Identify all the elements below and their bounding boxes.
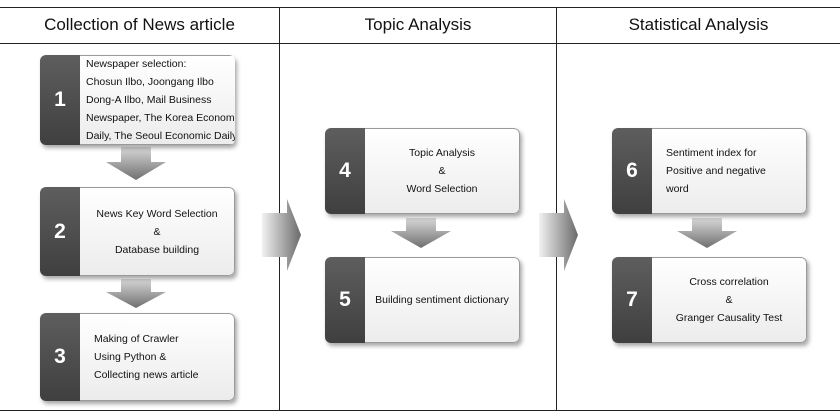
step-6: 6 Sentiment index for Positive and negat… bbox=[612, 128, 807, 214]
step-1: 1 Newspaper selection: Chosun Ilbo, Joon… bbox=[40, 55, 235, 145]
step-line: Topic Analysis bbox=[409, 147, 475, 159]
step-line: News Key Word Selection bbox=[96, 207, 218, 220]
step-line: Newspaper, The Korea Economic bbox=[86, 112, 235, 124]
step-line: & bbox=[438, 165, 446, 177]
step-text: Newspaper selection: Chosun Ilbo, Joonga… bbox=[80, 55, 235, 145]
step-line: Granger Causality Test bbox=[675, 312, 783, 324]
down-arrow-1-2 bbox=[106, 147, 166, 180]
step-text: Making of Crawler Using Python & Collect… bbox=[80, 313, 235, 401]
step-text: Sentiment index for Positive and negativ… bbox=[652, 128, 807, 214]
step-line: Database building bbox=[114, 243, 200, 256]
step-2: 2 News Key Word Selection & Database bui… bbox=[40, 187, 235, 276]
step-line: Daily, The Seoul Economic Daily bbox=[86, 130, 235, 142]
step-line: Positive and negative bbox=[666, 165, 766, 177]
step-text: Building sentiment dictionary bbox=[365, 257, 520, 343]
right-arrow-col2-col3 bbox=[539, 199, 578, 271]
bottom-border bbox=[0, 410, 840, 411]
header-divider bbox=[0, 43, 840, 44]
step-line: Sentiment index for bbox=[666, 147, 757, 159]
step-7: 7 Cross correlation & Granger Causality … bbox=[612, 257, 807, 343]
step-number: 4 bbox=[325, 128, 365, 214]
step-line: Using Python & bbox=[94, 351, 167, 363]
column-divider-1 bbox=[279, 7, 280, 411]
column-title-statistical: Statistical Analysis bbox=[628, 15, 769, 34]
column-title-topic: Topic Analysis bbox=[364, 15, 472, 34]
step-line: Dong-A Ilbo, Mail Business bbox=[86, 94, 212, 106]
step-text: News Key Word Selection & Database build… bbox=[80, 187, 235, 276]
step-number: 6 bbox=[612, 128, 652, 214]
down-arrow-2-3 bbox=[106, 279, 166, 308]
step-line: & bbox=[153, 225, 161, 238]
step-number: 1 bbox=[40, 55, 80, 145]
step-number: 2 bbox=[40, 187, 80, 276]
step-line: Making of Crawler bbox=[94, 333, 179, 345]
step-number: 3 bbox=[40, 313, 80, 401]
step-number: 5 bbox=[325, 257, 365, 343]
step-text: Topic Analysis & Word Selection bbox=[365, 128, 520, 214]
step-text: Cross correlation & Granger Causality Te… bbox=[652, 257, 807, 343]
step-line: Chosun Ilbo, Joongang Ilbo bbox=[86, 76, 214, 88]
column-divider-2 bbox=[556, 7, 557, 411]
right-arrow-col1-col2 bbox=[262, 199, 301, 271]
column-title-collection: Collection of News article bbox=[44, 15, 235, 34]
step-line: Collecting news article bbox=[94, 369, 199, 381]
top-border bbox=[0, 7, 840, 8]
step-line: Cross correlation bbox=[689, 276, 769, 288]
step-number: 7 bbox=[612, 257, 652, 343]
step-4: 4 Topic Analysis & Word Selection bbox=[325, 128, 520, 214]
step-3: 3 Making of Crawler Using Python & Colle… bbox=[40, 313, 235, 401]
step-line: & bbox=[725, 294, 733, 306]
step-line: Word Selection bbox=[406, 183, 478, 195]
down-arrow-6-7 bbox=[677, 218, 737, 248]
step-5: 5 Building sentiment dictionary bbox=[325, 257, 520, 343]
step-line: Building sentiment dictionary bbox=[375, 294, 509, 306]
step-line: word bbox=[666, 183, 689, 195]
step-line: Newspaper selection: bbox=[86, 58, 187, 70]
down-arrow-4-5 bbox=[391, 218, 451, 248]
